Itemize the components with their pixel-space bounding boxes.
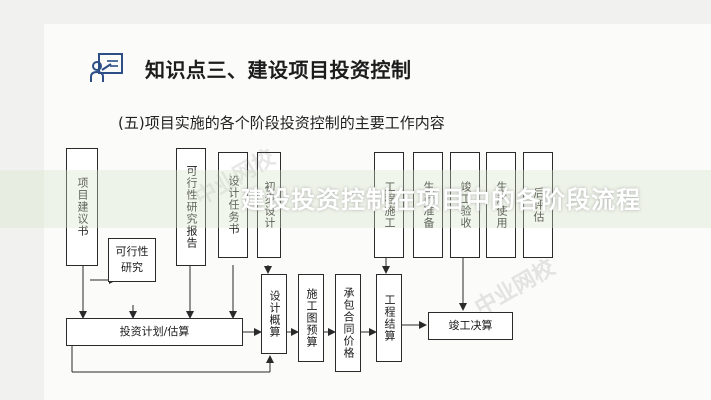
stage-box-design-brief: 设计任务书 [218, 152, 248, 258]
stage-box-project-proposal: 项目建议书 [66, 148, 98, 266]
control-box-engineering-settlement: 工程结算 [376, 274, 402, 362]
control-box-design-budget: 设计概算 [261, 274, 287, 354]
stage-box-post-evaluation: 后评估 [523, 152, 553, 258]
overlay-banner-strip [0, 170, 711, 228]
stage-box-completion-acceptance: 竣工验收 [450, 152, 480, 258]
slide-subtitle: (五)项目实施的各个阶段投资控制的主要工作内容 [118, 114, 445, 132]
control-box-final-accounts: 竣工决算 [428, 312, 513, 340]
control-box-feasibility-study: 可行性研究 [108, 238, 156, 282]
stage-box-production-use: 生产使用 [486, 152, 516, 258]
stage-box-construction: 工程施工 [374, 152, 404, 258]
diagram-connectors [71, 258, 467, 373]
stage-box-feasibility-report: 可行性研究报告 [176, 148, 206, 266]
control-box-construction-drawing-budget: 施工图预算 [298, 274, 324, 362]
slide-title: 知识点三、建设项目投资控制 [145, 58, 412, 82]
presenter-board-icon [90, 53, 123, 82]
control-box-contract-price: 承包合同价格 [335, 274, 361, 372]
stage-box-production-prep: 生产准备 [413, 152, 443, 258]
overlay-banner-text: 建设投资控制在项目中的各阶段流程 [241, 186, 641, 214]
stage-box-preliminary-design: 初步设计 [257, 152, 281, 258]
control-box-investment-plan-estimate: 投资计划/估算 [66, 318, 243, 346]
